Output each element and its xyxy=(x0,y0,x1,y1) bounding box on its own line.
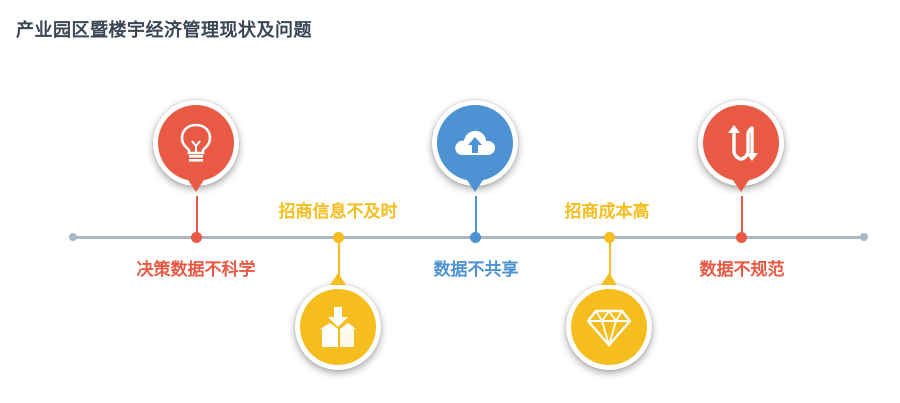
item-label-3: 数据不共享 xyxy=(433,260,519,280)
item-label-5: 数据不规范 xyxy=(699,260,785,280)
lightbulb-icon xyxy=(176,121,216,165)
pin-2 xyxy=(295,273,381,370)
timeline-node-1 xyxy=(191,232,202,243)
item-label-2: 招商信息不及时 xyxy=(278,202,398,222)
pin-4 xyxy=(566,273,652,370)
diamond-icon xyxy=(586,307,632,347)
timeline-node-3 xyxy=(470,232,481,243)
box-download-icon xyxy=(316,305,360,349)
stem-2 xyxy=(338,238,340,282)
timeline-line xyxy=(74,236,864,239)
stem-1 xyxy=(196,196,198,236)
timeline-node-2 xyxy=(333,232,344,243)
stem-4 xyxy=(609,238,611,282)
timeline-end-dot xyxy=(860,233,868,241)
pin-5 xyxy=(698,100,784,192)
stem-5 xyxy=(741,196,743,236)
stem-3 xyxy=(475,196,477,236)
item-label-1: 决策数据不科学 xyxy=(136,260,256,280)
pin-3 xyxy=(432,100,518,192)
timeline-node-4 xyxy=(604,232,615,243)
timeline-start-dot xyxy=(69,233,77,241)
cloud-upload-icon xyxy=(451,123,499,163)
item-label-4: 招商成本高 xyxy=(564,202,650,222)
swap-arrows-icon xyxy=(719,121,763,165)
pin-1 xyxy=(153,100,239,192)
page-title: 产业园区暨楼宇经济管理现状及问题 xyxy=(16,20,312,41)
timeline-node-5 xyxy=(736,232,747,243)
